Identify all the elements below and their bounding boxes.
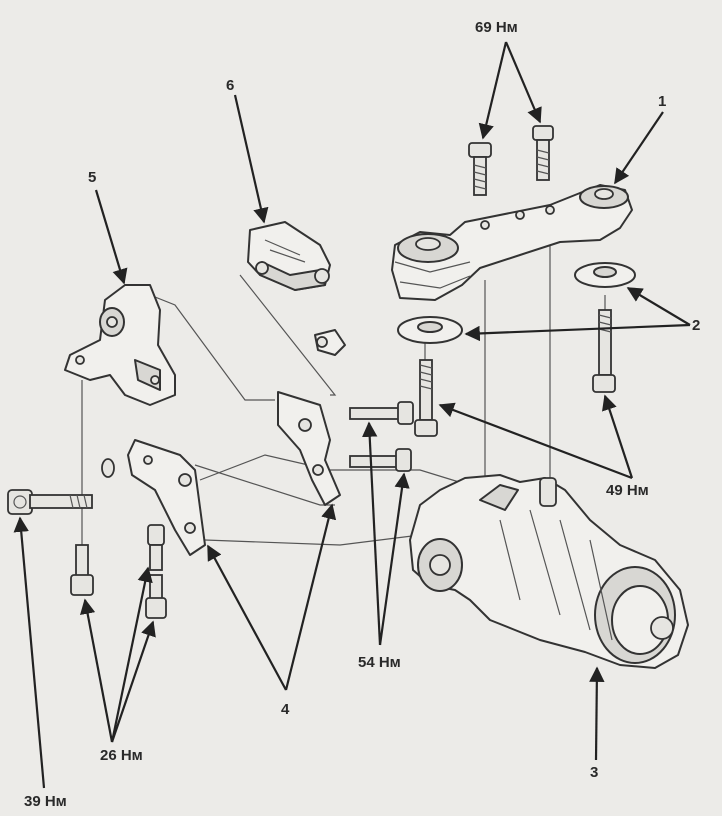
part-number-2: 2 [692, 317, 701, 334]
torque-label-39: 39 Нм [24, 793, 67, 810]
part-number-5: 5 [88, 169, 97, 186]
bolt-39 [7, 458, 115, 515]
bolts-49 [414, 309, 616, 437]
leader-lines [13, 41, 691, 789]
part-number-4: 4 [281, 701, 290, 718]
crossmember-part-1 [391, 184, 633, 301]
torque-label-54: 54 Нм [358, 654, 401, 671]
part-number-6: 6 [226, 77, 235, 94]
bolts-26 [70, 524, 167, 619]
torque-label-26: 26 Нм [100, 747, 143, 764]
small-bushing [314, 329, 346, 356]
part-number-3: 3 [590, 764, 599, 781]
part-number-1: 1 [658, 93, 667, 110]
differential-part-3 [409, 474, 689, 669]
bolts-54 [349, 401, 414, 472]
bracket-part-4-left [127, 439, 206, 556]
bracket-part-4-right [277, 391, 341, 506]
mount-part-5 [64, 284, 176, 406]
bolts-69 [468, 125, 554, 196]
torque-label-69: 69 Нм [475, 19, 518, 36]
torque-label-49: 49 Нм [606, 482, 649, 499]
bracket-part-6 [247, 221, 331, 291]
washers-part-2 [397, 262, 636, 344]
